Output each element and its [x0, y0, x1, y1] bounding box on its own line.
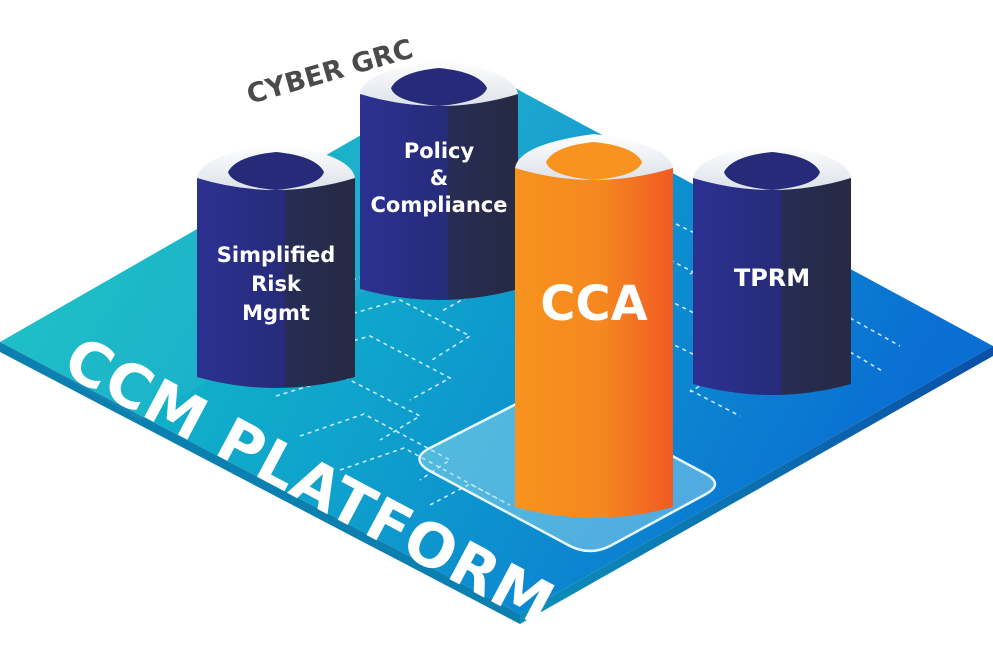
- tower-tprm: TPRM: [693, 144, 851, 395]
- tower-label-cca-0: CCA: [540, 276, 648, 332]
- tower-label-policy-compliance-2: Compliance: [371, 193, 508, 217]
- tower-label-tprm-0: TPRM: [734, 264, 810, 292]
- tower-label-policy-compliance-0: Policy: [404, 139, 475, 163]
- tower-policy-compliance: Policy & Compliance: [360, 60, 518, 300]
- tower-body: [693, 178, 851, 395]
- tower-cap-inset: [391, 68, 487, 106]
- tower-label-simplified-risk-mgmt-2: Mgmt: [242, 301, 310, 325]
- tower-label-simplified-risk-mgmt-1: Risk: [251, 272, 302, 296]
- tower-body: [360, 94, 518, 300]
- tower-cap-inset: [546, 142, 642, 180]
- tower-label-policy-compliance-1: &: [430, 166, 448, 190]
- tower-body: [197, 178, 355, 388]
- tower-cap-inset: [724, 152, 820, 190]
- tower-label-simplified-risk-mgmt-0: Simplified: [217, 243, 335, 267]
- platform-edge-right: [520, 346, 993, 624]
- tower-body: [515, 168, 673, 518]
- tower-cca: CCA: [515, 134, 673, 518]
- tower-cap-inset: [228, 152, 324, 190]
- platform-edge: [0, 342, 520, 624]
